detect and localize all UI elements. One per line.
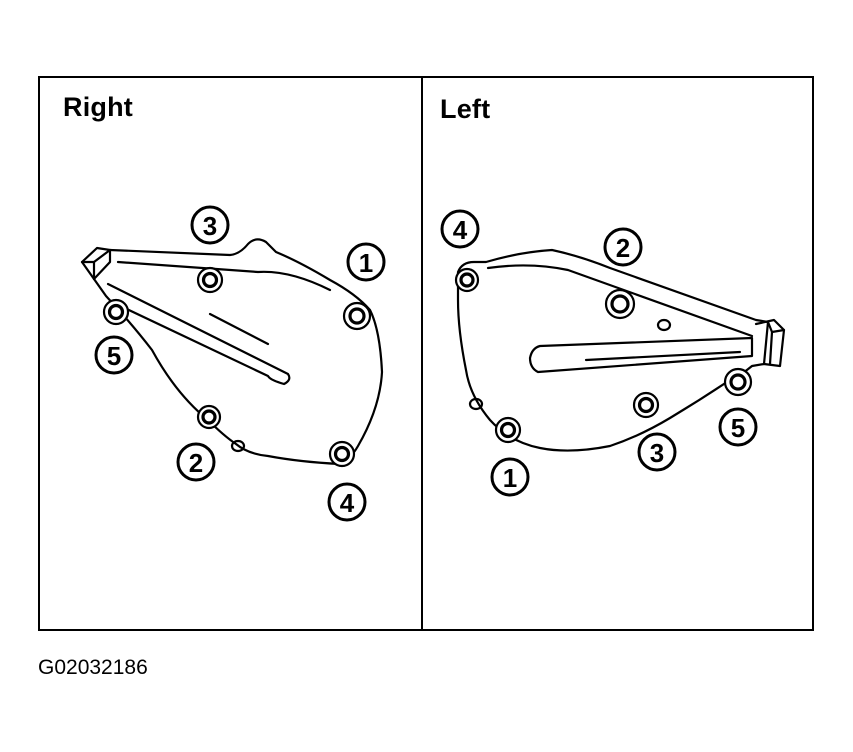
bolt-hole-right-1 — [342, 301, 372, 331]
bolt-hole-left-2 — [604, 288, 636, 320]
svg-text:1: 1 — [359, 248, 373, 278]
callout-left-4: 4 — [440, 209, 480, 249]
bolt-hole-right-4 — [328, 440, 356, 468]
panel-title-right: Right — [63, 92, 133, 122]
callout-left-5: 5 — [718, 407, 758, 447]
svg-text:4: 4 — [453, 215, 468, 245]
bolt-hole-right-3 — [196, 266, 224, 294]
callout-right-5: 5 — [94, 335, 134, 375]
svg-text:5: 5 — [731, 413, 745, 443]
callout-left-1: 1 — [490, 457, 530, 497]
callout-right-4: 4 — [327, 482, 367, 522]
bolt-hole-left-3 — [632, 391, 660, 419]
callout-left-3: 3 — [637, 432, 677, 472]
callout-right-2: 2 — [176, 442, 216, 482]
callout-left-2: 2 — [603, 227, 643, 267]
svg-text:1: 1 — [503, 463, 517, 493]
svg-text:2: 2 — [616, 233, 630, 263]
panel-divider — [421, 76, 423, 631]
cover-right — [80, 238, 384, 466]
bolt-hole-left-1 — [494, 416, 522, 444]
diagram-frame — [38, 76, 814, 631]
cover-left — [456, 248, 786, 452]
bolt-hole-left-4 — [454, 267, 480, 293]
bolt-hole-left-5 — [723, 367, 753, 397]
bolt-hole-right-5 — [102, 298, 130, 326]
svg-text:3: 3 — [650, 438, 664, 468]
svg-text:5: 5 — [107, 341, 121, 371]
panel-title-left: Left — [440, 94, 491, 124]
svg-text:4: 4 — [340, 488, 355, 518]
callout-right-3: 3 — [190, 205, 230, 245]
svg-text:3: 3 — [203, 211, 217, 241]
callout-right-1: 1 — [346, 242, 386, 282]
figure-code: G02032186 — [38, 656, 148, 679]
bolt-hole-right-2 — [196, 404, 222, 430]
svg-text:2: 2 — [189, 448, 203, 478]
